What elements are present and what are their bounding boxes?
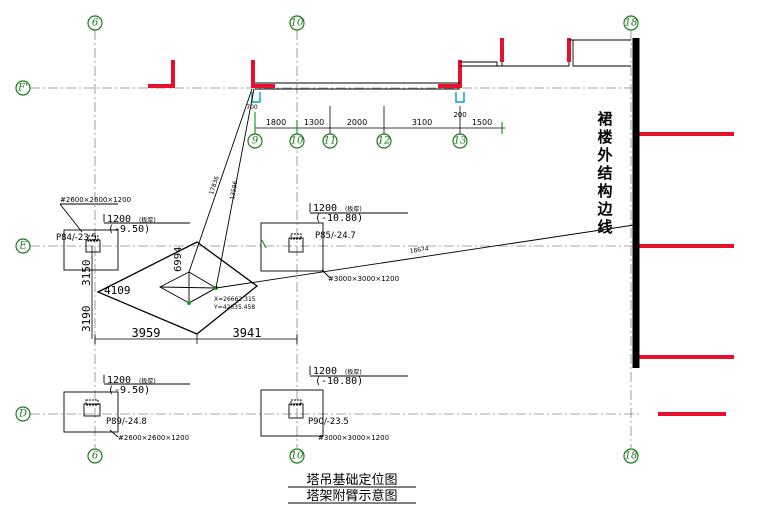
coordinate-x: X=26662.315 bbox=[214, 296, 256, 303]
pile-size-label: #3000×3000×1200 bbox=[318, 434, 389, 442]
axis-bubble-e: E bbox=[15, 238, 31, 254]
pile-elevation-label: (-10.80) bbox=[315, 213, 363, 224]
dimension-label: 3959 bbox=[132, 326, 161, 340]
side-label-char: 裙 bbox=[597, 110, 612, 128]
pile-p89: 1200 (板厚) (-9.50) P89/-24.8 #2600×2600×1… bbox=[63, 375, 190, 442]
pile-elevation-label: (-10.80) bbox=[315, 376, 363, 387]
diagonal-dimension: 6994 bbox=[173, 247, 184, 272]
axis-label: 13 bbox=[454, 136, 467, 147]
side-label-char: 外 bbox=[596, 146, 612, 164]
pile-elevation-label: (-9.50) bbox=[108, 224, 150, 235]
axis-label: 6 bbox=[92, 18, 99, 29]
side-label-char: 楼 bbox=[597, 128, 612, 146]
axis-bubble-bottom-6: 6 bbox=[87, 448, 103, 464]
side-label-char: 线 bbox=[597, 218, 612, 236]
tie-arm-1 bbox=[188, 88, 253, 273]
axis-label: 18 bbox=[625, 451, 638, 462]
dimension-label: 3150 bbox=[80, 260, 93, 287]
building-outline bbox=[255, 39, 631, 90]
pile-label: P89/-24.8 bbox=[106, 417, 147, 427]
pile-cap-note: (板厚) bbox=[139, 216, 156, 224]
axis-bubble-bottom-10: 10 bbox=[289, 448, 305, 464]
pile-p90: 1200 (板厚) (-10.80) P90/-23.5 #3000×3000×… bbox=[260, 366, 408, 442]
axis-bubble-top-18: 18 bbox=[623, 15, 639, 31]
dimension-label: 3100 bbox=[412, 118, 432, 127]
axis-label: 10 bbox=[291, 18, 304, 29]
pile-cap-note: (板厚) bbox=[345, 205, 362, 213]
crane-foundation: 17836 13596 18674 6994 X=26662.315 Y=426… bbox=[96, 88, 635, 335]
side-label: 裙 楼 外 结 构 边 线 bbox=[596, 110, 613, 236]
dimension-label: 1500 bbox=[472, 118, 492, 127]
pile-size-label: #2600×2600×1200 bbox=[60, 196, 131, 204]
pile-cap-note: (板厚) bbox=[345, 368, 362, 376]
pile-elevation-label: (-9.50) bbox=[108, 385, 150, 396]
pile-size-label: #3000×3000×1200 bbox=[328, 275, 399, 283]
pile-label: P85/-24.7 bbox=[315, 231, 356, 241]
axis-label: F' bbox=[17, 83, 28, 94]
dimension-label: 700 bbox=[246, 104, 258, 111]
axis-label: 11 bbox=[324, 136, 337, 147]
sub-axis-bubble-12: 12 bbox=[376, 133, 392, 149]
sub-axis-bubble-11: 11 bbox=[322, 133, 338, 149]
axis-bubble-top-6: 6 bbox=[87, 15, 103, 31]
wall-segment bbox=[251, 60, 275, 88]
tie-arm-length: 13596 bbox=[229, 180, 239, 200]
pile-cap-note: (板厚) bbox=[139, 377, 156, 385]
dimension-label: 200 bbox=[453, 111, 466, 119]
sub-axis-bubble-13: 13 bbox=[452, 133, 468, 149]
pile-p85: P85/-24.7 1200 (板厚) (-10.80) #3000×3000×… bbox=[260, 203, 408, 283]
pile-cap-label: 1200 bbox=[107, 214, 131, 225]
axis-bubble-bottom-18: 18 bbox=[623, 448, 639, 464]
axis-label: 12 bbox=[378, 136, 391, 147]
axis-label: 9 bbox=[252, 136, 259, 147]
pile-cap-label: 1200 bbox=[313, 366, 337, 377]
sub-axis-bubble-9: 9 bbox=[247, 133, 263, 149]
axis-bubble-top-10: 10 bbox=[289, 15, 305, 31]
wall-segment bbox=[148, 60, 175, 88]
drawing-caption: 塔吊基础定位图 塔架附臂示意图 bbox=[288, 473, 416, 504]
crane-base-outline bbox=[96, 241, 259, 335]
side-label-char: 结 bbox=[597, 164, 612, 182]
dimension-label: 3190 bbox=[80, 306, 93, 333]
axis-label: 10 bbox=[291, 136, 304, 147]
dimension-label: 3941 bbox=[233, 326, 262, 340]
tie-arm-length: 18674 bbox=[409, 245, 429, 255]
axis-label: 18 bbox=[625, 18, 638, 29]
side-dimension: 4109 bbox=[104, 284, 131, 297]
pile-size-label: #2600×2600×1200 bbox=[118, 434, 189, 442]
crane-dimension-chain: 3959 3941 3190 3150 bbox=[80, 246, 298, 344]
sub-axis-bubble-10: 10 bbox=[289, 133, 305, 149]
top-dimension-chain: 1800 1300 2000 3100 1500 700 200 9 10 11… bbox=[246, 104, 505, 149]
caption-line-2: 塔架附臂示意图 bbox=[306, 488, 397, 504]
axis-label: D bbox=[18, 409, 27, 420]
wall-segment bbox=[438, 60, 462, 88]
dimension-label: 1300 bbox=[304, 118, 324, 127]
axis-bubble-f: F' bbox=[15, 80, 31, 96]
axis-label: 6 bbox=[92, 451, 99, 462]
pile-cap-label: 1200 bbox=[107, 375, 131, 386]
anchor-marks bbox=[251, 92, 465, 103]
caption-line-1: 塔吊基础定位图 bbox=[306, 473, 397, 488]
tie-arm-3 bbox=[215, 224, 635, 289]
axis-label: E bbox=[18, 241, 27, 252]
axis-label: 10 bbox=[291, 451, 304, 462]
axis-bubble-d: D bbox=[15, 406, 31, 422]
coordinate-y: Y=42635.458 bbox=[213, 304, 255, 311]
red-walls bbox=[148, 38, 734, 416]
pile-cap-label: 1200 bbox=[313, 203, 337, 214]
grid-lines bbox=[30, 30, 640, 448]
dimension-label: 1800 bbox=[266, 118, 286, 127]
tie-arm-2 bbox=[215, 88, 255, 289]
pile-label: P90/-23.5 bbox=[308, 417, 349, 427]
side-label-char: 构 bbox=[597, 182, 612, 200]
pile-label: P84/-23.5 bbox=[56, 233, 97, 243]
side-label-char: 边 bbox=[596, 200, 613, 218]
pile-p84: #2600×2600×1200 P84/-23.5 1200 (板厚) (-9.… bbox=[56, 196, 190, 271]
dimension-label: 2000 bbox=[347, 118, 367, 127]
axis-bubbles: 6 10 18 6 10 18 F' E bbox=[15, 15, 639, 464]
